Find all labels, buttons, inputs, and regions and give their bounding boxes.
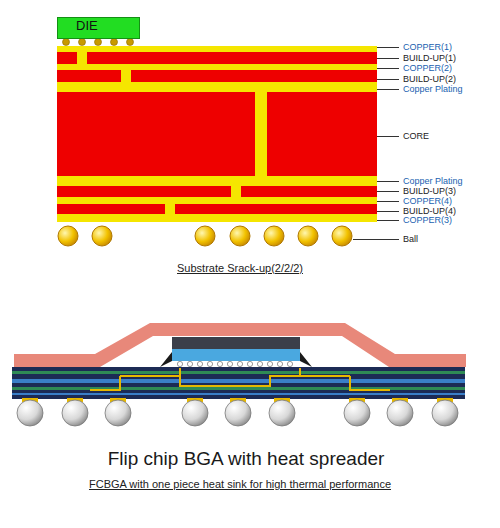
figure-caption: Flip chip BGA with heat spreader: [108, 446, 385, 471]
die-bumps: [63, 39, 134, 46]
node-text: DIE: [58, 18, 139, 32]
layer-label: COPPER(4): [403, 195, 452, 207]
fcbga-illustration: [12, 323, 466, 426]
layer-label: CORE: [403, 130, 429, 142]
layer-label: Ball: [403, 233, 418, 245]
solder-balls: [58, 226, 352, 246]
layer-label: BUILD-UP(2): [403, 73, 456, 85]
figure-subtitle: FCBGA with one piece heat sink for high …: [89, 477, 391, 491]
layer-label: BUILD-UP(3): [403, 185, 456, 197]
layer-label: COPPER(3): [403, 214, 452, 226]
substrate-stackup: [57, 46, 377, 222]
layer-label: Copper Plating: [403, 83, 463, 95]
layer-label: COPPER(2): [403, 62, 452, 74]
die-box: DIE: [57, 17, 140, 39]
leader-lines: [353, 48, 399, 240]
layer-label: Copper Plating: [403, 175, 463, 187]
layer-label: BUILD-UP(1): [403, 52, 456, 64]
layer-label: COPPER(1): [403, 41, 452, 53]
figure-subtitle: Substrate Srack-up(2/2/2): [177, 261, 303, 275]
